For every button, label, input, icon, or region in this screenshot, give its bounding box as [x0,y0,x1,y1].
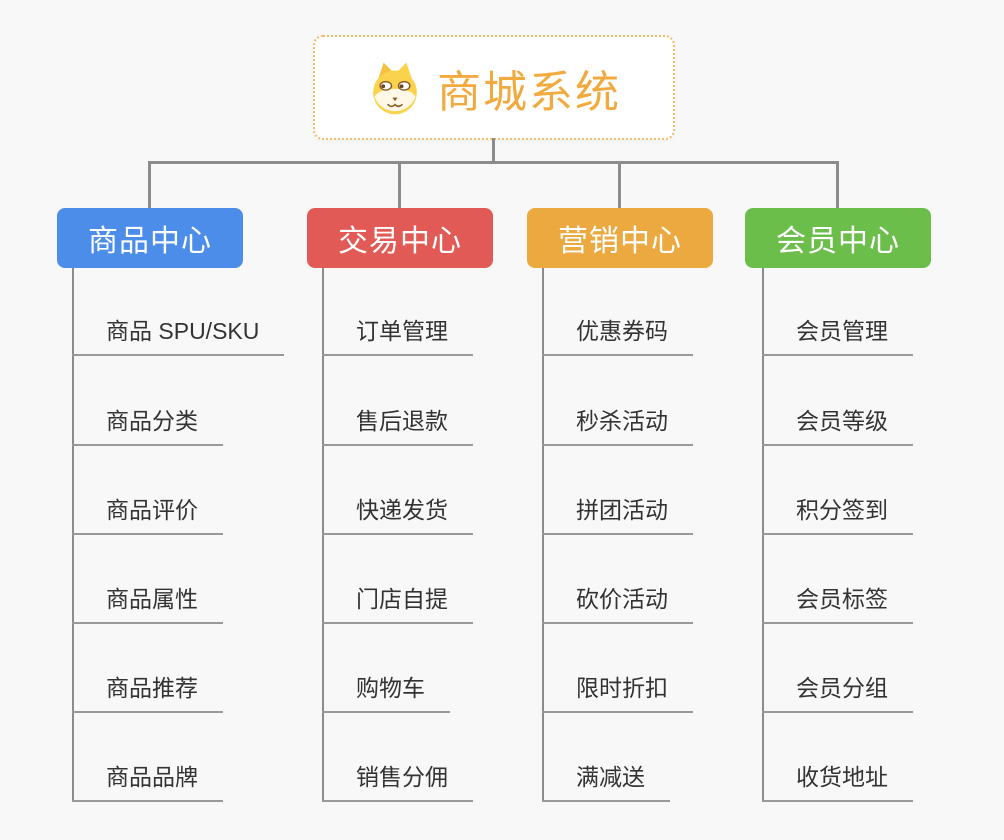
leaf-node[interactable]: 限时折扣 [542,673,693,713]
connector-root-stem [492,138,495,164]
connector-bus [148,161,839,164]
leaf-node[interactable]: 会员标签 [762,584,913,624]
leaf-node[interactable]: 订单管理 [322,316,473,356]
leaf-node[interactable]: 会员管理 [762,316,913,356]
dog-icon [373,62,417,114]
branch-node-marketing-center[interactable]: 营销中心 [527,208,713,268]
leaf-node[interactable]: 商品属性 [72,584,223,624]
leaf-node[interactable]: 销售分佣 [322,762,473,802]
leaf-node[interactable]: 商品推荐 [72,673,223,713]
connector-drop-1 [148,162,151,209]
leaf-node[interactable]: 会员分组 [762,673,913,713]
leaf-node[interactable]: 优惠券码 [542,316,693,356]
leaf-node[interactable]: 积分签到 [762,495,913,535]
leaf-node[interactable]: 商品 SPU/SKU [72,316,285,356]
root-title: 商城系统 [437,67,621,117]
leaf-node[interactable]: 收货地址 [762,762,913,802]
leaf-node[interactable]: 秒杀活动 [542,406,693,446]
leaf-node[interactable]: 砍价活动 [542,584,693,624]
leaf-node[interactable]: 快递发货 [322,495,473,535]
root-node[interactable]: 商城系统 [313,35,675,140]
connector-spine-4 [762,268,764,802]
leaf-node[interactable]: 购物车 [322,673,450,713]
leaf-node[interactable]: 商品分类 [72,406,223,446]
leaf-node[interactable]: 会员等级 [762,406,913,446]
connector-spine-1 [72,268,74,802]
leaf-node[interactable]: 售后退款 [322,406,473,446]
connector-spine-3 [542,268,544,802]
connector-spine-2 [322,268,324,802]
leaf-node[interactable]: 门店自提 [322,584,473,624]
connector-drop-3 [618,162,621,209]
branch-node-member-center[interactable]: 会员中心 [745,208,931,268]
leaf-node[interactable]: 满减送 [542,762,670,802]
branch-node-product-center[interactable]: 商品中心 [57,208,243,268]
leaf-node[interactable]: 商品品牌 [72,762,223,802]
connector-drop-2 [398,162,401,209]
leaf-node[interactable]: 商品评价 [72,495,223,535]
branch-node-trade-center[interactable]: 交易中心 [307,208,493,268]
connector-drop-4 [836,162,839,209]
leaf-node[interactable]: 拼团活动 [542,495,693,535]
